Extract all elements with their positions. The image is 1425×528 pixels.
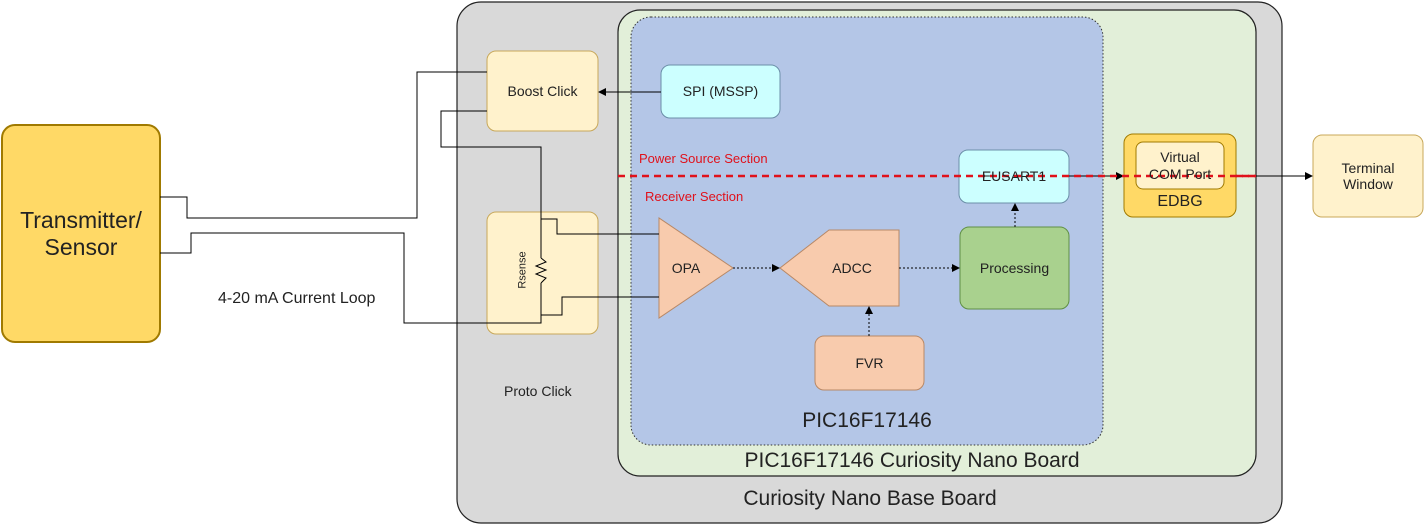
vcom-label: Virtual COM Port: [1148, 149, 1212, 182]
edbg-label: EDBG: [1157, 192, 1203, 210]
proto-click-label: Proto Click: [504, 383, 572, 399]
opa-label: OPA: [671, 259, 701, 276]
power-section-label: Power Source Section: [639, 151, 768, 166]
loop-wire-bottom: [160, 232, 542, 324]
rsense-resistor: [534, 257, 548, 284]
rsense-label: Rsense: [516, 251, 529, 289]
adcc-label: ADCC: [832, 259, 872, 276]
sensor-box: [1, 124, 161, 343]
base-board-label: Curiosity Nano Base Board: [743, 486, 997, 510]
rsense-tap-bottom: [541, 296, 659, 316]
mcu-label: PIC16F17146: [802, 408, 932, 432]
eusart-label: EUSART1: [981, 168, 1047, 185]
fvr-label: FVR: [855, 354, 884, 371]
spi-label: SPI (MSSP): [682, 83, 759, 100]
sensor-label: Transmitter/ Sensor: [20, 207, 142, 260]
boost-click-label: Boost Click: [507, 82, 578, 99]
processing-label: Processing: [979, 259, 1050, 276]
opa-triangle: [658, 217, 734, 319]
proto-click-box: [486, 211, 599, 335]
terminal-box: [1312, 134, 1424, 218]
nano-board-label: PIC16F17146 Curiosity Nano Board: [744, 448, 1080, 472]
receiver-section-label: Receiver Section: [645, 189, 744, 204]
loop-label: 4-20 mA Current Loop: [218, 290, 376, 307]
rsense-tap-top: [541, 218, 659, 235]
loop-wire-top: [160, 71, 487, 219]
boost-to-rsense-wire: [440, 110, 542, 258]
terminal-label: Terminal Window: [1341, 159, 1395, 192]
